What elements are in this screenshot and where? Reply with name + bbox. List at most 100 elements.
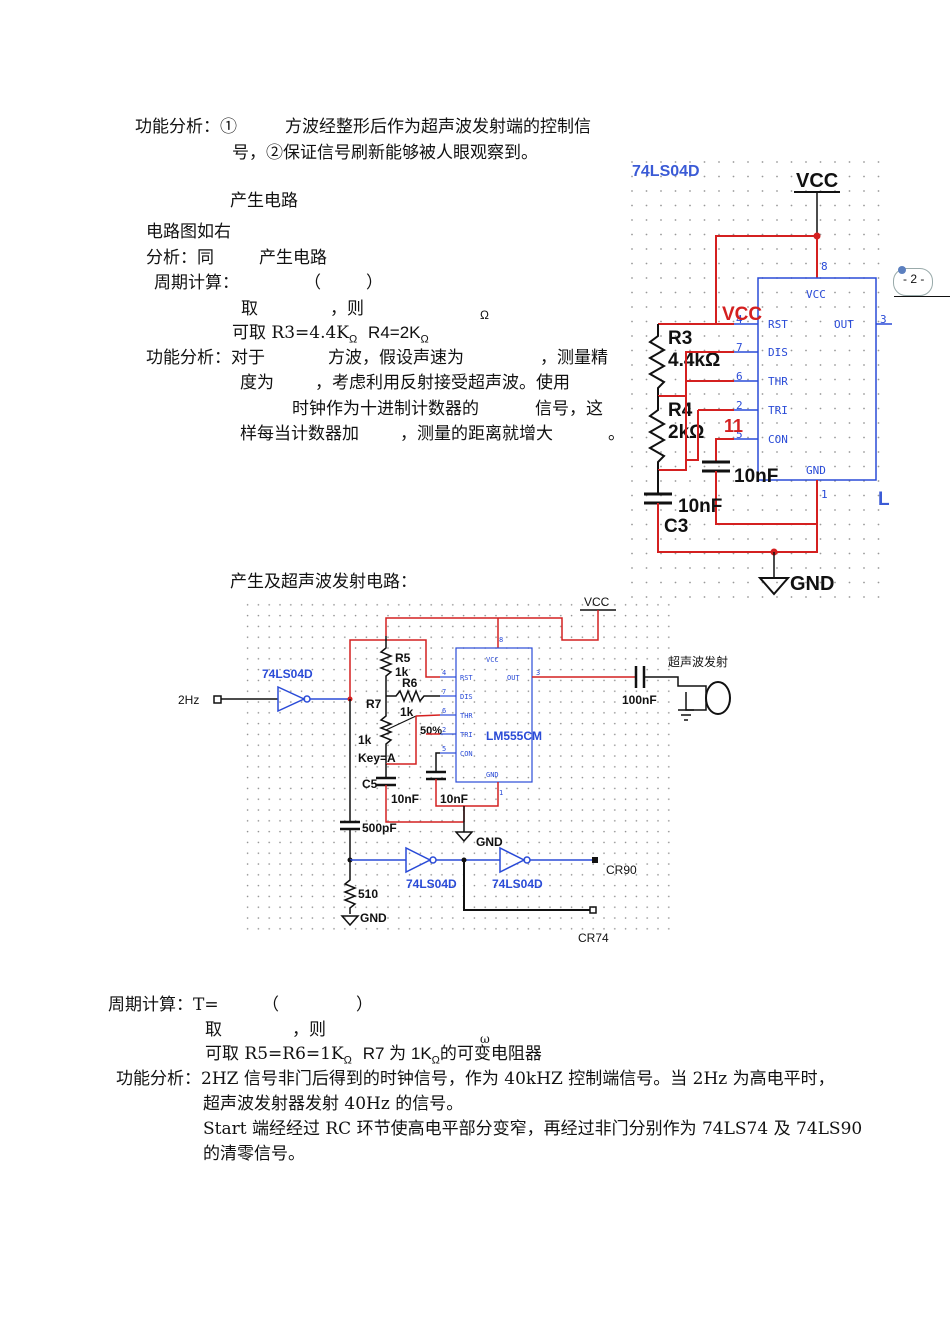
page-number-underline [894,296,950,297]
r3-choice: 可取 R3=4.4K [232,323,349,343]
grid-background [242,600,672,932]
svg-text:6: 6 [736,370,743,383]
r3-label: R3 [668,328,692,349]
take-label: 取 [241,299,258,319]
svg-text:7: 7 [736,341,743,354]
svg-text:GND: GND [486,771,499,779]
function-text-2b: ，测量精 [540,348,608,368]
period-label: 周期计算： [154,273,239,293]
page-number-badge [893,268,933,296]
svg-text:VCC: VCC [806,288,826,301]
svg-text:RST: RST [768,318,788,331]
inverter-1-label: 74LS04D [262,667,313,681]
svg-text:4: 4 [736,313,743,326]
function-text-3b: ，考虑利用反射接受超声波。使用 [315,373,570,393]
vcc-net-label: VCC [722,304,762,325]
chip-name: LM555CM [486,729,542,743]
then-label: ，则 [330,299,364,319]
transducer-icon [705,681,731,715]
function-analysis-3c: Start 端经经过 RC 环节使高电平部分变窄，再经过非门分别作为 74LS7… [203,1119,863,1139]
svg-text:OUT: OUT [834,318,854,331]
input-2hz-label: 2Hz [178,693,199,707]
page-number: - 2 - [903,272,925,286]
line-1-label: 功能分析：① [135,117,237,137]
period2-paren-open: （ [262,995,279,1015]
svg-text:2: 2 [736,399,743,412]
r7-value: 1k [358,733,372,747]
schematic-40khz-transmitter: VCC 8 VCC RST DIS THR TRI CON GND OUT LM… [178,595,731,945]
then-label-2: ，则 [292,1020,326,1040]
gnd-label: GND [790,573,834,595]
c-con-value: 10nF [440,792,468,806]
function-analysis-3b: 超声波发射器发射 40Hz 的信号。 [203,1094,464,1114]
svg-text:OUT: OUT [507,674,520,682]
svg-text:3: 3 [880,313,887,326]
function-text-3a: 度为 [240,373,274,393]
r510-value: 510 [358,887,378,901]
svg-text:3: 3 [536,669,540,677]
r6-value: 1k [400,705,414,719]
inverter-3-icon [499,846,526,874]
c5-label: C5 [362,777,378,791]
svg-text:THR: THR [460,712,473,720]
function-analysis-3: 功能分析：2HZ 信号非门后得到的时钟信号，作为 40kHZ 控制端信号。当 2… [116,1069,835,1089]
inverter-2-label: 74LS04D [406,877,457,891]
c3-value: 10nF [678,496,722,517]
function-text-4b: 信号，这 [535,399,603,419]
svg-text:GND: GND [806,464,826,477]
omega-sub: Ω [420,333,429,346]
c3-label: C3 [664,516,688,537]
r5-value: 1k [395,665,409,679]
r7-label: R7 [366,697,382,711]
function-text-4a: 时钟作为十进制计数器的 [292,399,479,419]
inverter-3-label: 74LS04D [492,877,543,891]
r7-desc: 的可变电阻器 [439,1044,542,1064]
svg-text:4: 4 [442,669,446,677]
svg-text:VCC: VCC [486,656,499,664]
omega-sub: Ω [349,333,358,346]
analysis-text: 产生电路 [259,248,327,268]
period-paren-open: （ [304,273,321,293]
omega-sub: Ω [431,1054,440,1067]
analysis-label: 分析：同 [146,248,214,268]
omega-symbol: Ω [480,308,489,322]
vcc-label: VCC [796,170,838,192]
take-label-2: 取 [205,1020,222,1040]
svg-text:8: 8 [499,636,503,644]
function-text-5a: 样每当计数器加 [240,424,359,444]
function-text-5b: ，测量的距离就增大 [400,424,553,444]
svg-text:5: 5 [442,745,446,753]
svg-text:RST: RST [460,674,473,682]
svg-text:2: 2 [442,726,446,734]
svg-text:DIS: DIS [460,693,473,701]
section-heading-1: 产生电路 [230,191,298,211]
r7-percent: 50% [420,725,442,737]
svg-text:8: 8 [821,260,828,273]
function-label-2: 功能分析：对于 [146,348,265,368]
page-number-dot [898,266,906,274]
cr90-label: CR90 [606,863,637,877]
period-label-2: 周期计算：T= [108,995,219,1015]
function-text-5c: 。 [608,424,625,444]
svg-text:TRI: TRI [460,731,473,739]
grid-background [630,160,892,600]
r4-choice: R4=2K [368,323,421,342]
net-11-label: 11 [724,416,743,436]
gnd-label-2: GND [360,911,387,925]
svg-text:THR: THR [768,375,788,388]
svg-text:7: 7 [442,688,446,696]
period2-paren-close: ） [356,995,373,1015]
svg-text:TRI: TRI [768,404,788,417]
omega-symbol-2: ω [480,1032,490,1046]
r4-label: R4 [668,400,693,421]
c100-value: 100nF [622,693,657,707]
gnd-label-1: GND [476,835,503,849]
resistor-choice-2: 可取 R5=R6=1KΩ R7 为 1KΩ的可变电阻器 [205,1043,542,1071]
svg-text:6: 6 [442,707,446,715]
line-2-text: 号，②保证信号刷新能够被人眼观察到。 [232,143,538,163]
cr74-label: CR74 [578,931,609,945]
edge-label-l: L [878,489,890,510]
r7-key: Key=A [358,751,396,765]
svg-text:DIS: DIS [768,346,788,359]
resistor-choice: 可取 R3=4.4KΩ R4=2KΩ [232,322,429,350]
